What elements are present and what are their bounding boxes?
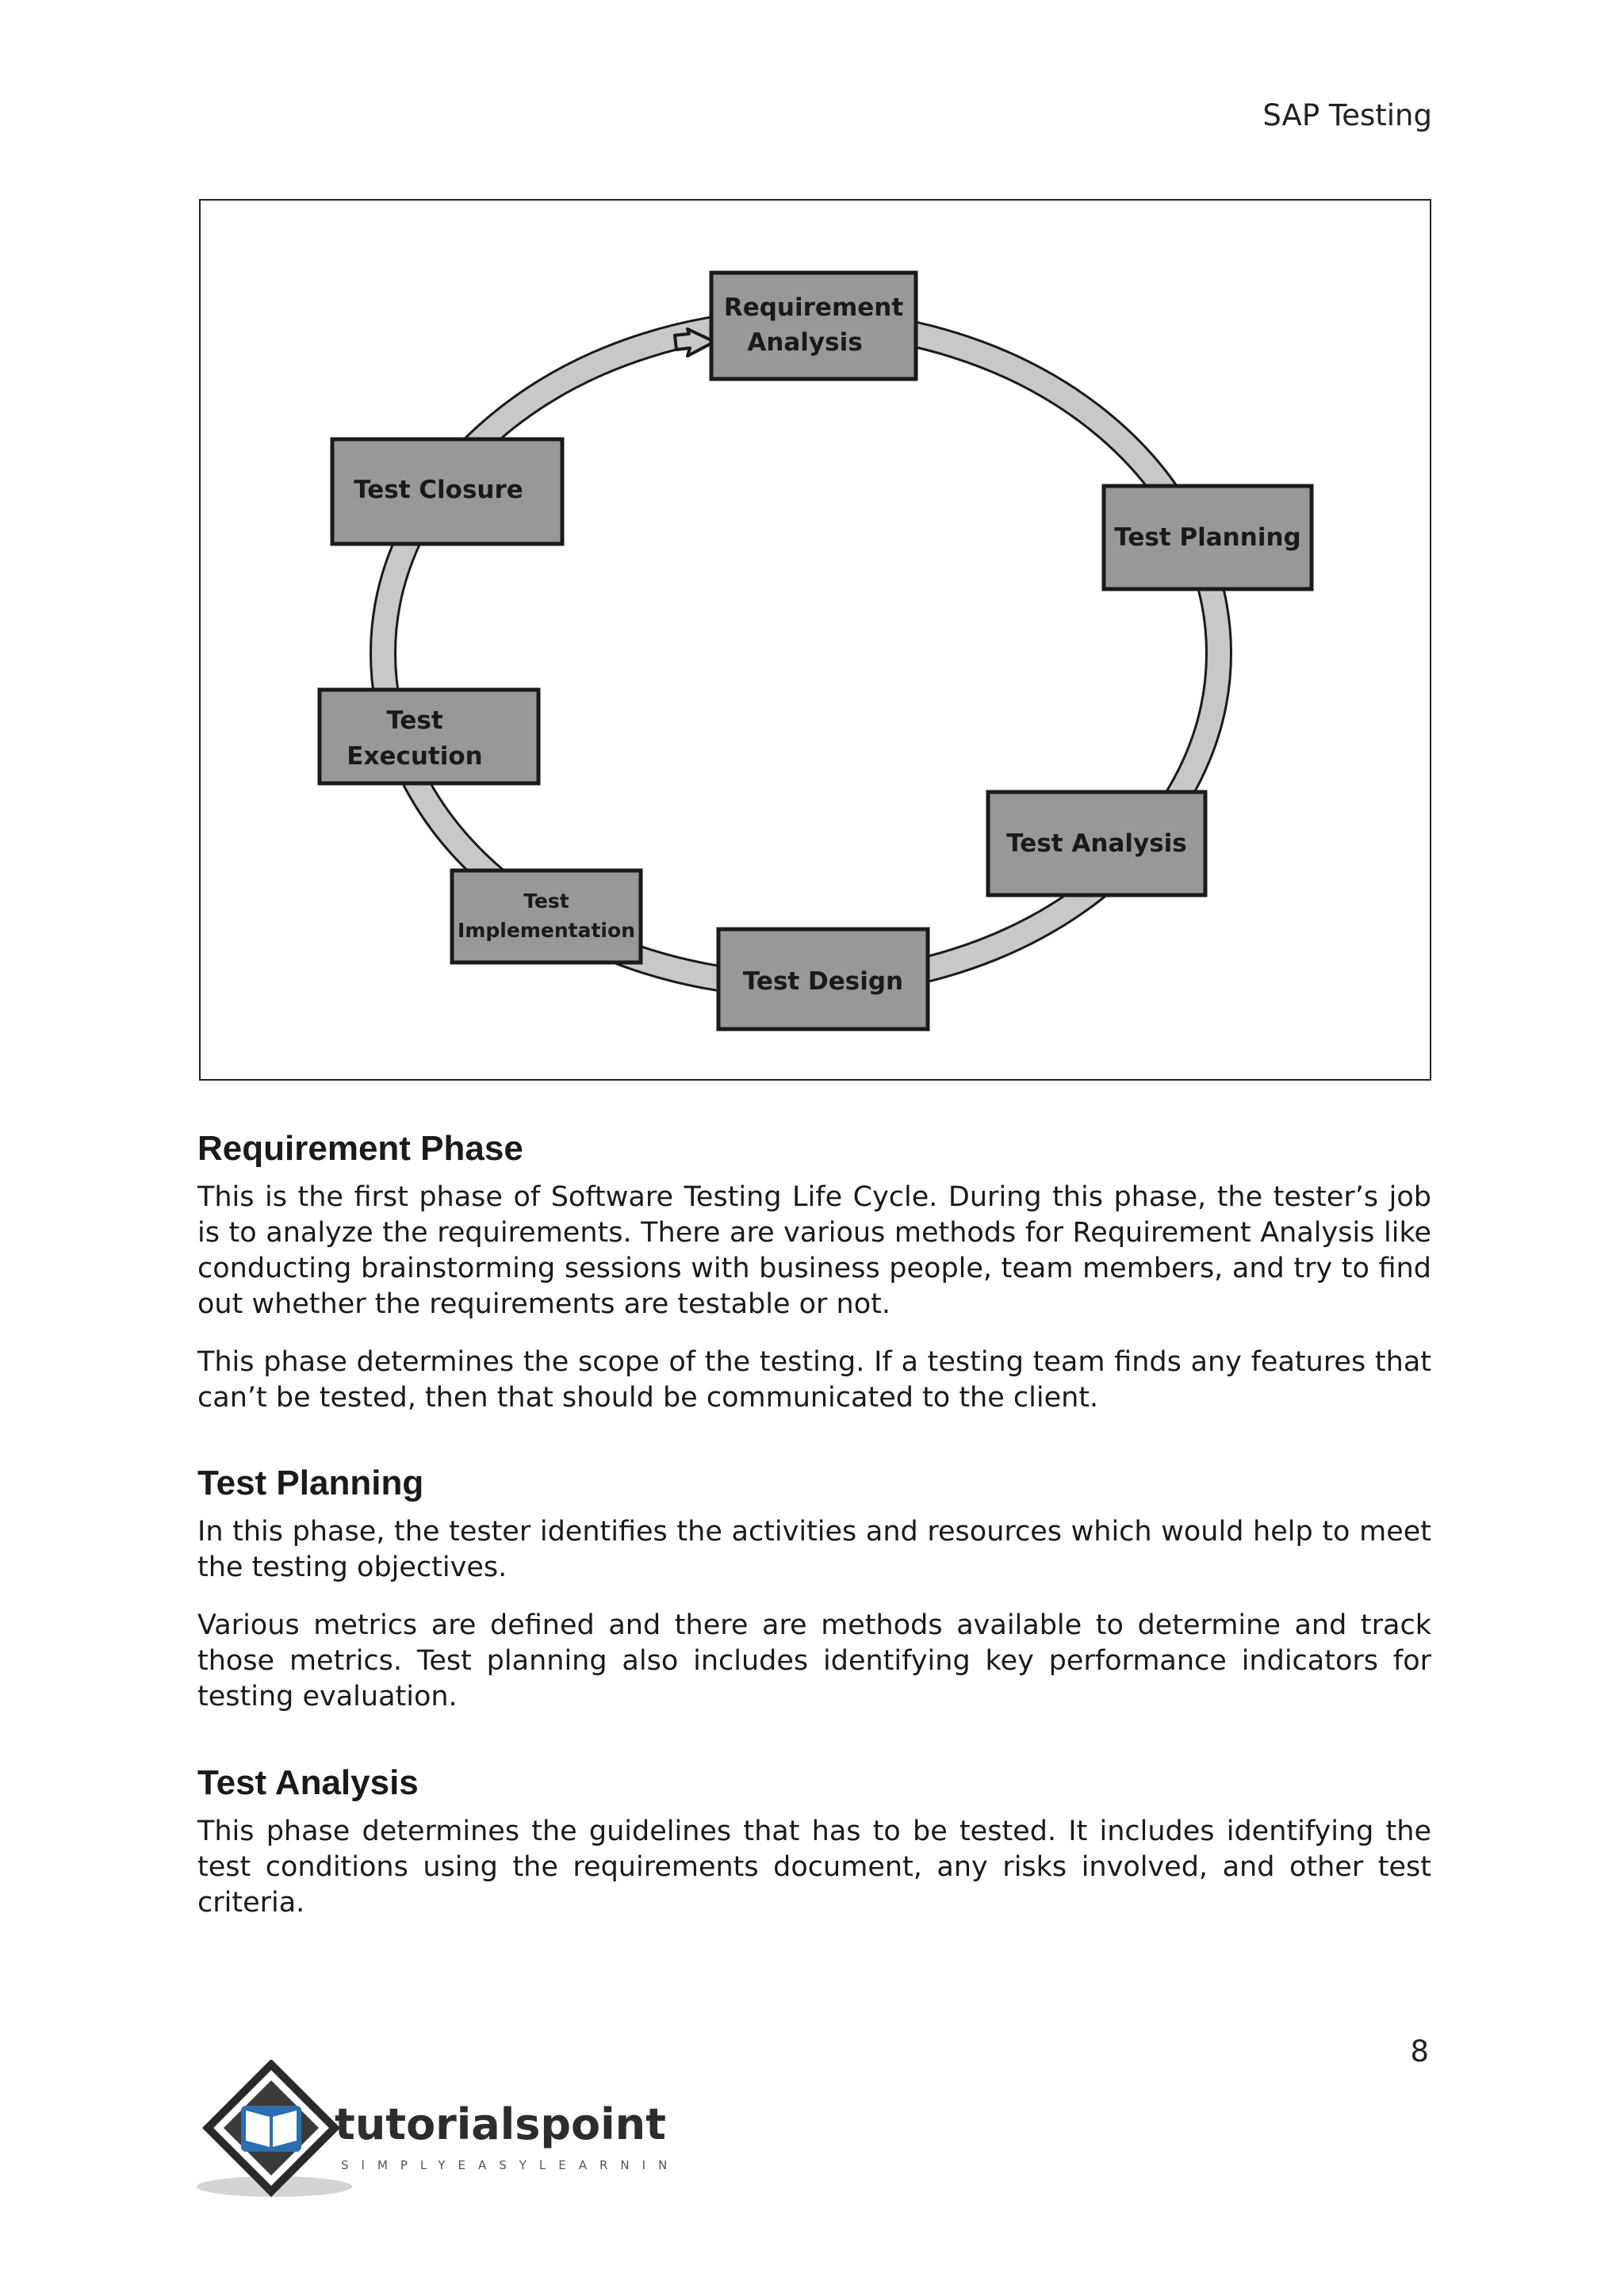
- logo-tagline: SIMPLYEASYLEARNING: [341, 2158, 671, 2172]
- node-label: Test Design: [743, 967, 903, 996]
- stlc-diagram-frame: Requirement Analysis Test Planning Test …: [199, 199, 1431, 1081]
- paragraph: In this phase, the tester identifies the…: [197, 1516, 1431, 1583]
- node-test-execution: Test Execution: [317, 687, 541, 786]
- stlc-cycle-diagram: Requirement Analysis Test Planning Test …: [317, 270, 1314, 1031]
- node-requirement-analysis: Requirement Analysis: [709, 270, 918, 381]
- paragraph: This phase determines the scope of the t…: [197, 1346, 1431, 1414]
- node-label: Implementation: [458, 919, 635, 942]
- logo-pages-icon: [246, 2110, 297, 2147]
- page-number: 8: [1410, 2034, 1429, 2068]
- section-requirement-phase: Requirement Phase This is the first phas…: [197, 1129, 1431, 1438]
- node-test-closure: Test Closure: [330, 437, 565, 546]
- running-header: SAP Testing: [1262, 98, 1432, 132]
- node-label: Execution: [347, 742, 482, 771]
- node-label: Analysis: [747, 328, 862, 357]
- node-label: Test Closure: [354, 476, 523, 504]
- paragraph: This phase determines the guidelines tha…: [197, 1816, 1431, 1919]
- node-label: Test Analysis: [1006, 829, 1186, 858]
- node-label: Requirement: [724, 293, 903, 322]
- node-test-analysis: Test Analysis: [986, 790, 1208, 897]
- section-test-analysis: Test Analysis This phase determines the …: [197, 1763, 1431, 1943]
- node-label: Test: [523, 890, 569, 913]
- paragraph: Various metrics are defined and there ar…: [197, 1609, 1431, 1712]
- node-test-design: Test Design: [716, 927, 930, 1031]
- logo-wordmark: tutorialspoint: [335, 2099, 666, 2149]
- section-heading: Requirement Phase: [197, 1129, 523, 1168]
- section-heading: Test Planning: [197, 1464, 424, 1502]
- tutorialspoint-logo: tutorialspoint SIMPLYEASYLEARNING: [197, 2060, 671, 2198]
- node-test-planning: Test Planning: [1101, 484, 1314, 591]
- node-test-implementation: Test Implementation: [450, 868, 643, 965]
- paragraph: This is the first phase of Software Test…: [197, 1181, 1431, 1320]
- node-label: Test: [386, 706, 443, 735]
- section-test-planning: Test Planning In this phase, the tester …: [197, 1464, 1431, 1737]
- section-heading: Test Analysis: [197, 1763, 419, 1802]
- node-label: Test Planning: [1114, 523, 1300, 552]
